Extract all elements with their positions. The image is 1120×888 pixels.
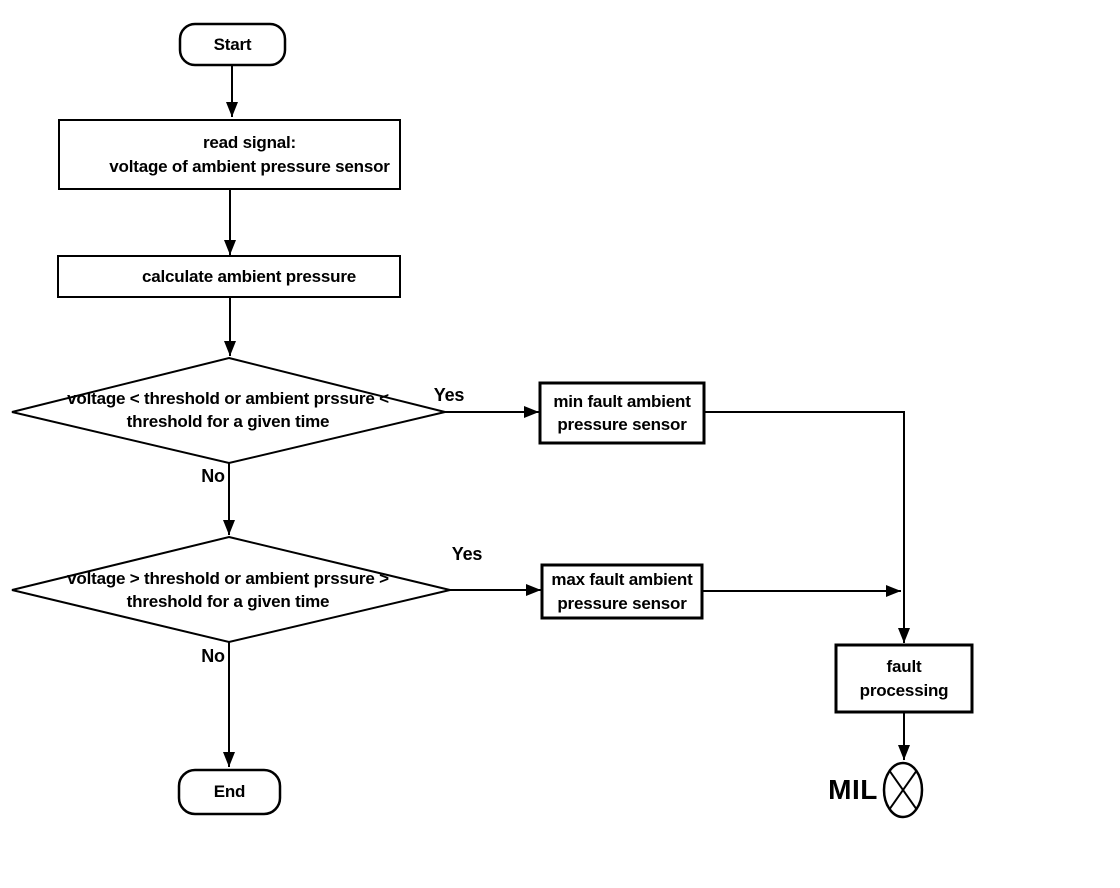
mil-label: MIL	[828, 773, 878, 805]
start-terminator-shape	[178, 22, 287, 67]
min-decision-yes-label: Yes	[433, 384, 465, 405]
min-fault-process-shape	[538, 381, 706, 445]
read-signal-process-shape	[58, 119, 401, 190]
start-node-label: Start	[213, 34, 252, 54]
fault-processing-node-label: fault processing	[859, 657, 949, 700]
end-node-label: End	[213, 782, 246, 802]
max-decision-yes-label: Yes	[451, 543, 483, 564]
min-decision-diamond-shape	[11, 356, 446, 465]
min-decision-node-label: voltage < threshold or ambient prssure <…	[67, 388, 389, 431]
calculate-pressure-node-label: calculate ambient pressure	[141, 266, 356, 286]
max-decision-node-label: voltage > threshold or ambient prssure >…	[67, 568, 389, 611]
calculate-pressure-process-shape	[57, 255, 401, 298]
read-signal-node-label: read signal: voltage of ambient pressure…	[109, 133, 390, 176]
mil-lamp-icon	[882, 761, 924, 819]
max-decision-no-label: No	[201, 645, 225, 666]
min-fault-node-label: min fault ambient pressure sensor	[553, 391, 691, 434]
max-fault-node-label: max fault ambient pressure sensor	[551, 570, 693, 613]
max-fault-process-shape	[540, 563, 704, 620]
end-terminator-shape	[177, 768, 282, 816]
fault-processing-process-shape	[834, 643, 974, 714]
edge-min-fault-to-fault-processing	[704, 411, 910, 643]
max-decision-diamond-shape	[11, 535, 451, 644]
min-decision-no-label: No	[201, 465, 225, 486]
